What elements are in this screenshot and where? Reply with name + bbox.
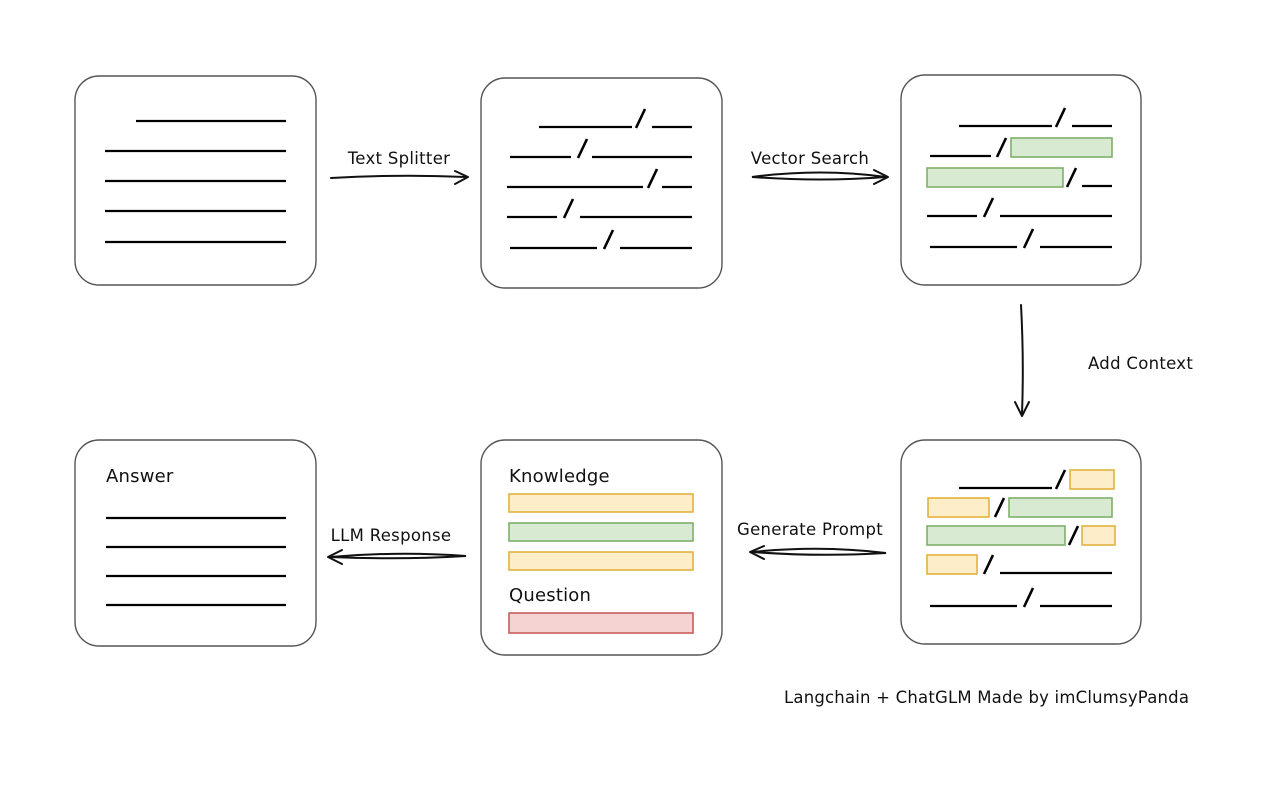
- node-answer[interactable]: Answer: [74, 439, 317, 647]
- chunk-separator-slash: [1054, 469, 1067, 490]
- chunk-separator-slash: [982, 197, 995, 218]
- arrow-label-generate-prompt: Generate Prompt: [737, 520, 883, 539]
- highlight-yellow-bar: [1069, 469, 1115, 490]
- split-chunks-box[interactable]: [480, 77, 723, 289]
- chunk-separator-slash: [1022, 587, 1035, 608]
- matched-chunks-lines: [926, 107, 1113, 249]
- arrow-label-llm-response: LLM Response: [331, 526, 452, 545]
- question-label: Question: [509, 585, 591, 606]
- prompt-red-bar: [508, 612, 694, 634]
- chunk-separator-slash: [602, 229, 615, 250]
- arrow-label-add-context: Add Context: [1088, 354, 1193, 373]
- chunk-separator-slash: [982, 554, 995, 575]
- arrow-shaft: [751, 547, 887, 556]
- highlight-yellow-bar: [1081, 525, 1116, 546]
- highlight-yellow-bar: [927, 497, 990, 518]
- node-matched-chunks[interactable]: [900, 74, 1142, 286]
- arrow-label-text-splitter: Text Splitter: [347, 149, 451, 168]
- prompt-green-bar: [508, 522, 694, 542]
- arrow-head-icon: [454, 170, 469, 185]
- chunk-separator-slash: [1065, 167, 1078, 188]
- arrow-shaft: [751, 171, 887, 181]
- arrow-head-icon: [1014, 401, 1030, 417]
- prompt-yellow-bar: [508, 551, 694, 571]
- arrow-head-icon: [873, 169, 889, 185]
- prompt-bars: [508, 493, 694, 634]
- answer-title: Answer: [106, 466, 174, 487]
- arrow-shaft: [329, 552, 467, 560]
- chunk-separator-slash: [634, 108, 647, 129]
- chunk-separator-slash: [1054, 107, 1067, 128]
- arrow-label-vector-search: Vector Search: [751, 149, 869, 168]
- highlight-green-bar: [1010, 137, 1113, 158]
- arrow-vector-search: Vector Search: [751, 149, 889, 185]
- split-chunks-lines: [507, 108, 692, 250]
- highlight-green-bar: [926, 525, 1066, 546]
- node-prompt[interactable]: Knowledge Question: [480, 439, 723, 656]
- prompt-yellow-bar: [508, 493, 694, 513]
- arrow-add-context: Add Context: [1014, 304, 1193, 417]
- footer-credit: Langchain + ChatGLM Made by imClumsyPand…: [784, 688, 1189, 707]
- answer-lines: [106, 516, 286, 607]
- arrow-head-icon: [749, 545, 765, 560]
- highlight-yellow-bar: [926, 554, 978, 575]
- arrow-llm-response: LLM Response: [327, 526, 467, 565]
- node-source-document[interactable]: [74, 75, 317, 286]
- arrow-generate-prompt: Generate Prompt: [737, 520, 887, 560]
- chunk-separator-slash: [995, 137, 1008, 158]
- node-context-chunks[interactable]: [900, 439, 1142, 645]
- arrow-head-icon: [327, 549, 343, 565]
- chunk-separator-slash: [576, 138, 589, 159]
- chunk-separator-slash: [646, 168, 659, 189]
- context-chunks-lines: [926, 469, 1116, 608]
- chunk-separator-slash: [1067, 525, 1080, 546]
- arrow-text-splitter: Text Splitter: [330, 149, 469, 185]
- source-document-lines: [105, 119, 286, 244]
- highlight-green-bar: [1008, 497, 1113, 518]
- answer-box[interactable]: [74, 439, 317, 647]
- chunk-separator-slash: [1022, 228, 1035, 249]
- node-split-chunks[interactable]: [480, 77, 723, 289]
- knowledge-label: Knowledge: [509, 466, 610, 487]
- chunk-separator-slash: [562, 198, 575, 219]
- highlight-green-bar: [926, 167, 1064, 188]
- arrow-shaft: [1020, 304, 1024, 415]
- arrow-shaft: [330, 174, 467, 179]
- chunk-separator-slash: [993, 497, 1006, 518]
